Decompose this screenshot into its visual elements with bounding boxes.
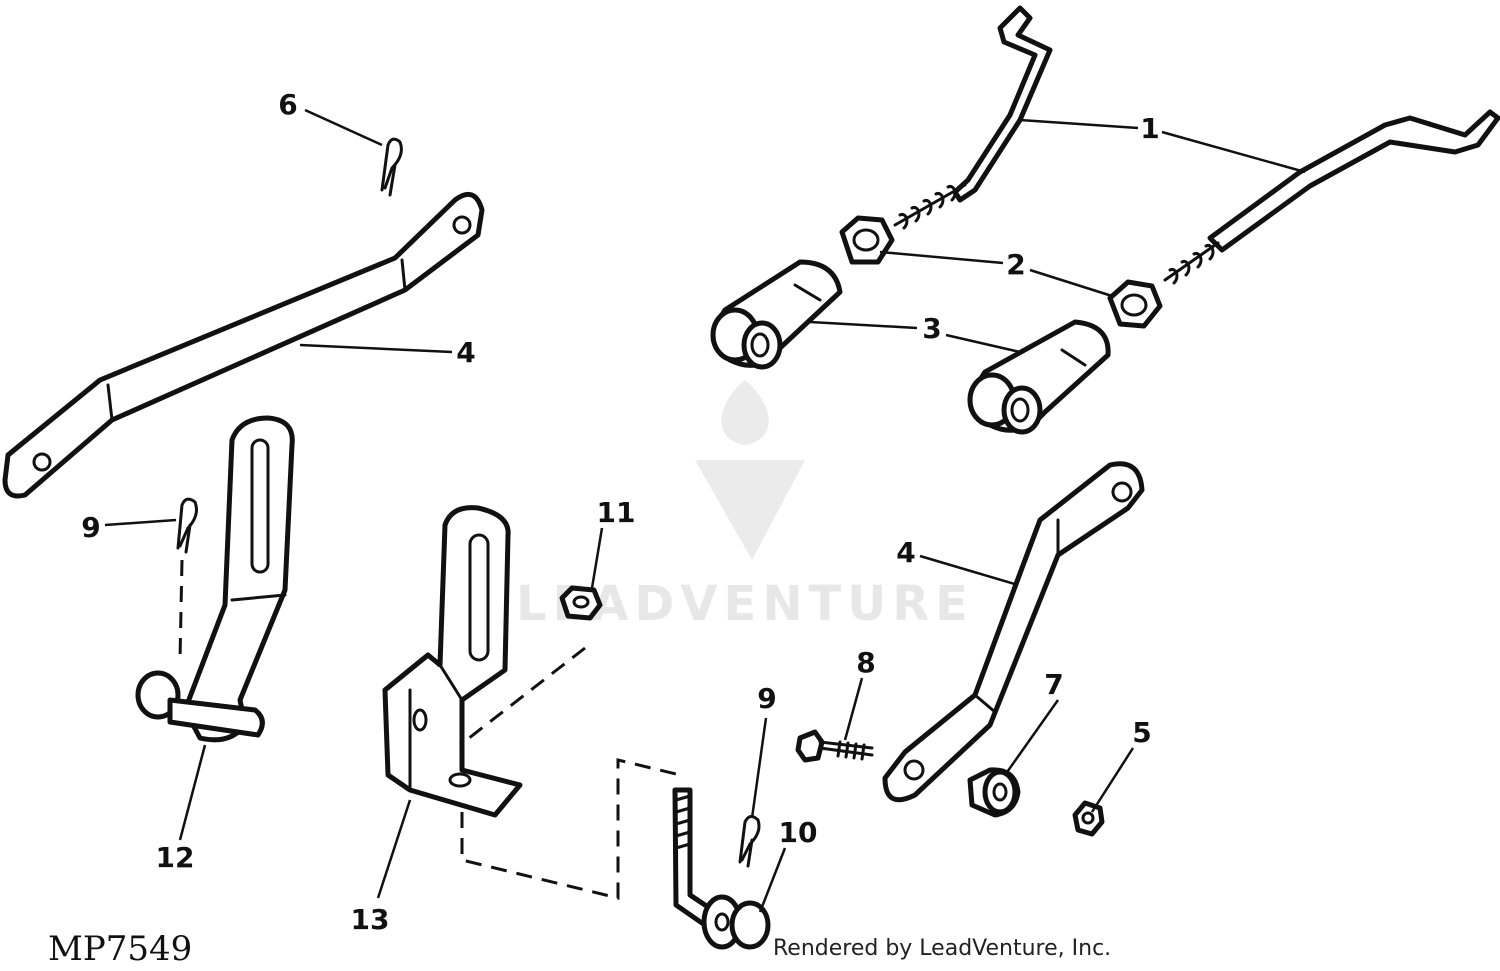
figure-id: MP7549 (48, 929, 192, 969)
rod-lower (1163, 109, 1500, 285)
callout-4-upper: 4 (456, 336, 475, 369)
hex-nut-upper (839, 215, 895, 265)
link-upper (2, 191, 485, 499)
bushing (967, 767, 1021, 818)
callouts: 1 2 3 4 4 5 6 7 8 9 9 10 11 12 13 (81, 88, 1159, 936)
hairpin-clip-top (380, 137, 403, 197)
callout-7: 7 (1044, 668, 1063, 701)
assembly-lines (178, 559, 681, 900)
callout-6: 6 (278, 88, 297, 121)
callout-2: 2 (1006, 248, 1025, 281)
rod-upper-threads (893, 183, 967, 230)
callout-13: 13 (351, 903, 390, 936)
clevis-upper (710, 259, 843, 370)
callout-9-bottom: 9 (757, 682, 776, 715)
callout-3: 3 (922, 312, 941, 345)
callout-12: 12 (156, 841, 195, 874)
angle-bracket-13 (382, 505, 523, 818)
credit-text: Rendered by LeadVenture, Inc. (773, 936, 1111, 961)
clevis-lower (967, 319, 1111, 435)
slotted-bracket-12 (135, 415, 295, 743)
nut-11 (559, 585, 603, 621)
callout-11: 11 (597, 496, 636, 529)
small-nut (1072, 800, 1105, 837)
callout-4-lower: 4 (896, 536, 915, 569)
callout-10: 10 (779, 816, 818, 849)
link-lower (882, 461, 1145, 803)
rod-lower-threads (1163, 241, 1220, 285)
hex-nut-lower (1107, 279, 1163, 329)
hairpin-clip-bottom (738, 815, 761, 868)
leader-lines (104, 108, 1306, 913)
callout-5: 5 (1132, 716, 1151, 749)
callout-8: 8 (856, 646, 875, 679)
bent-pin (672, 787, 771, 950)
bolt (795, 729, 874, 763)
callout-9-left: 9 (81, 511, 100, 544)
rod-upper (893, 5, 1053, 230)
callout-1: 1 (1140, 112, 1159, 145)
hairpin-clip-left (176, 497, 198, 554)
